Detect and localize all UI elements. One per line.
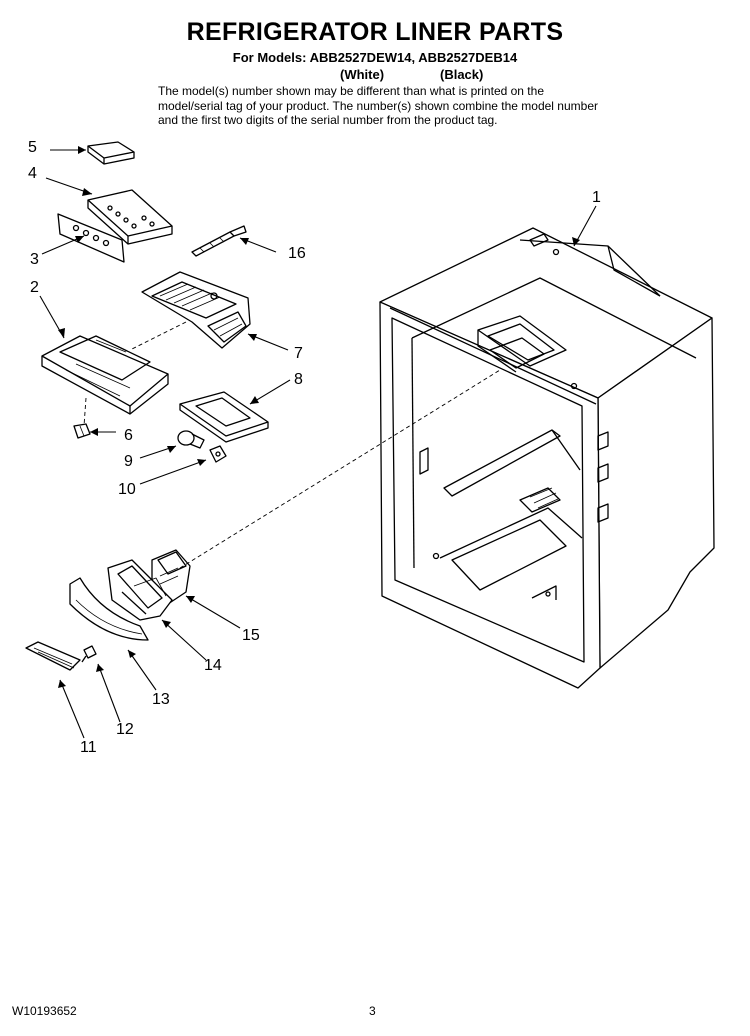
callout-2: 2 bbox=[30, 279, 39, 296]
cover-part-13 bbox=[69, 577, 149, 641]
bulb-part-9 bbox=[177, 430, 205, 449]
light-lens-part-8 bbox=[179, 391, 269, 443]
variant-white-label: (White) bbox=[340, 67, 385, 82]
overlay-panel-part-3 bbox=[57, 213, 125, 263]
callout-7: 7 bbox=[294, 345, 303, 362]
screw-part-12 bbox=[81, 645, 97, 663]
variant-black-label: (Black) bbox=[440, 67, 484, 82]
liner-box-part bbox=[379, 227, 715, 689]
callout-16: 16 bbox=[288, 245, 306, 262]
models-line: For Models: ABB2527DEW14, ABB2527DEB14 bbox=[232, 50, 518, 65]
callout-10: 10 bbox=[118, 481, 136, 498]
page-title: REFRIGERATOR LINER PARTS bbox=[186, 18, 564, 46]
page-number: 3 bbox=[369, 1004, 376, 1018]
assembly-lines bbox=[83, 321, 501, 569]
callout-5: 5 bbox=[28, 139, 37, 156]
callout-6: 6 bbox=[124, 427, 133, 444]
model-note: The model(s) number shown may be differe… bbox=[158, 84, 598, 127]
grille-part-11 bbox=[25, 641, 81, 671]
socket-part-10 bbox=[209, 445, 227, 463]
callout-numbers: 1 2 3 4 5 6 7 8 9 10 11 12 13 14 15 16 bbox=[28, 139, 601, 756]
callout-12: 12 bbox=[116, 721, 134, 738]
document-number: W10193652 bbox=[12, 1004, 77, 1018]
callout-15: 15 bbox=[242, 627, 260, 644]
callout-1: 1 bbox=[592, 189, 601, 206]
screw-part-6 bbox=[73, 423, 91, 439]
callout-11: 11 bbox=[80, 739, 97, 756]
callout-13: 13 bbox=[152, 691, 170, 708]
callout-3: 3 bbox=[30, 251, 39, 268]
light-housing-part-2 bbox=[41, 335, 169, 415]
probe-part-16 bbox=[191, 225, 247, 257]
bracket-part-5 bbox=[87, 141, 135, 165]
dispenser-housing-part-14 bbox=[107, 559, 173, 621]
callout-14: 14 bbox=[204, 657, 222, 674]
callout-9: 9 bbox=[124, 453, 133, 470]
callout-4: 4 bbox=[28, 165, 37, 182]
callout-8: 8 bbox=[294, 371, 303, 388]
control-housing-part-4 bbox=[87, 189, 173, 245]
air-diffuser-part-7 bbox=[141, 271, 251, 349]
